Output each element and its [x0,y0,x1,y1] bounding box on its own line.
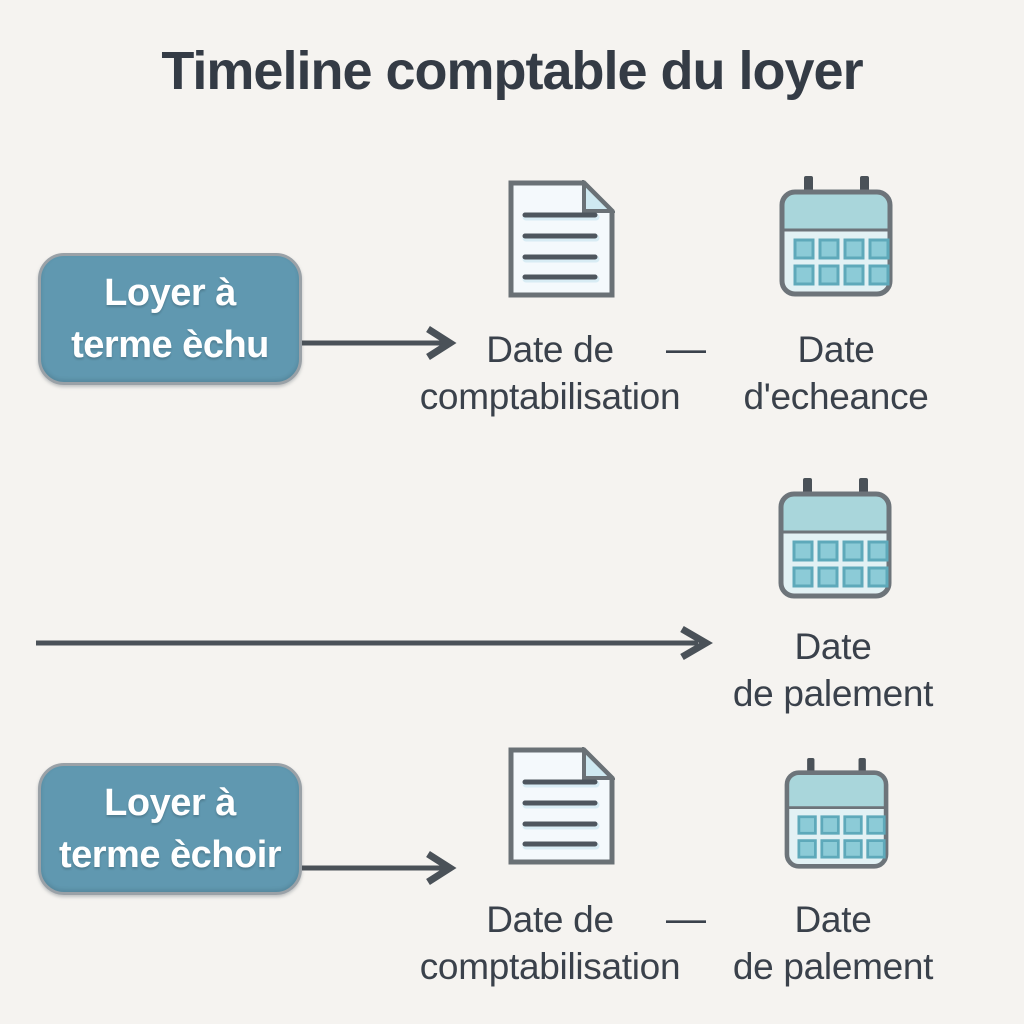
label-date-comptabilisation: Date de comptabilisation [419,899,681,987]
label-date-paiement: Date de palement [732,626,934,714]
document-icon [508,180,615,298]
box-loyer-terme-echu: Loyer à terme èchu [38,253,302,385]
box-loyer-terme-echoir: Loyer à terme èchoir [38,763,302,895]
label-date-paiement: Date de palement [732,899,934,987]
label-date-comptabilisation: Date de comptabilisation [419,329,681,417]
calendar-icon [779,176,893,298]
page-title: Timeline comptable du loyer [161,41,863,101]
box-label-line1: Loyer à [104,272,236,314]
calendar-icon [778,758,895,870]
box-label-line1: Loyer à [104,782,236,824]
calendar-icon [778,478,892,600]
box-label-line2: terme èchoir [58,834,282,876]
timeline-arrow-icon [34,621,718,665]
separator-dash: — [666,897,706,941]
right-arrow-icon [298,321,466,365]
document-icon [508,747,615,865]
label-date-echeance: Date d'echeance [743,329,929,417]
separator-dash: — [666,327,706,371]
box-label-line2: terme èchu [71,324,269,366]
right-arrow-icon [298,846,466,890]
